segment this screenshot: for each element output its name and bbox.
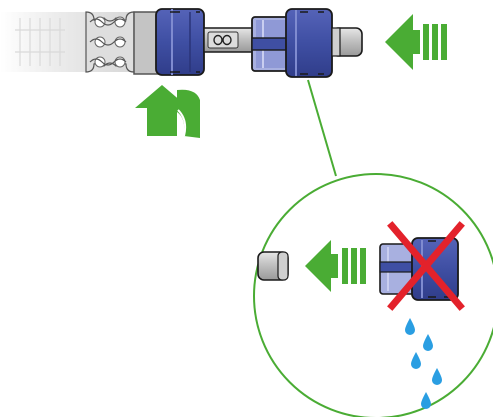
twist-turn-arrow-icon [135,85,200,138]
red-cross-icon [387,221,465,311]
push-left-arrow-icon [305,240,366,292]
water-drops-icon [405,318,442,409]
push-left-arrow-icon [385,14,447,70]
connector-cap-icon [251,8,363,78]
pen-device-icon [0,8,259,76]
callout-leader-line [307,79,337,177]
callout-rod-icon [257,251,289,281]
crossed-cap-icon [379,221,465,311]
zoom-callout-circle [253,173,493,417]
